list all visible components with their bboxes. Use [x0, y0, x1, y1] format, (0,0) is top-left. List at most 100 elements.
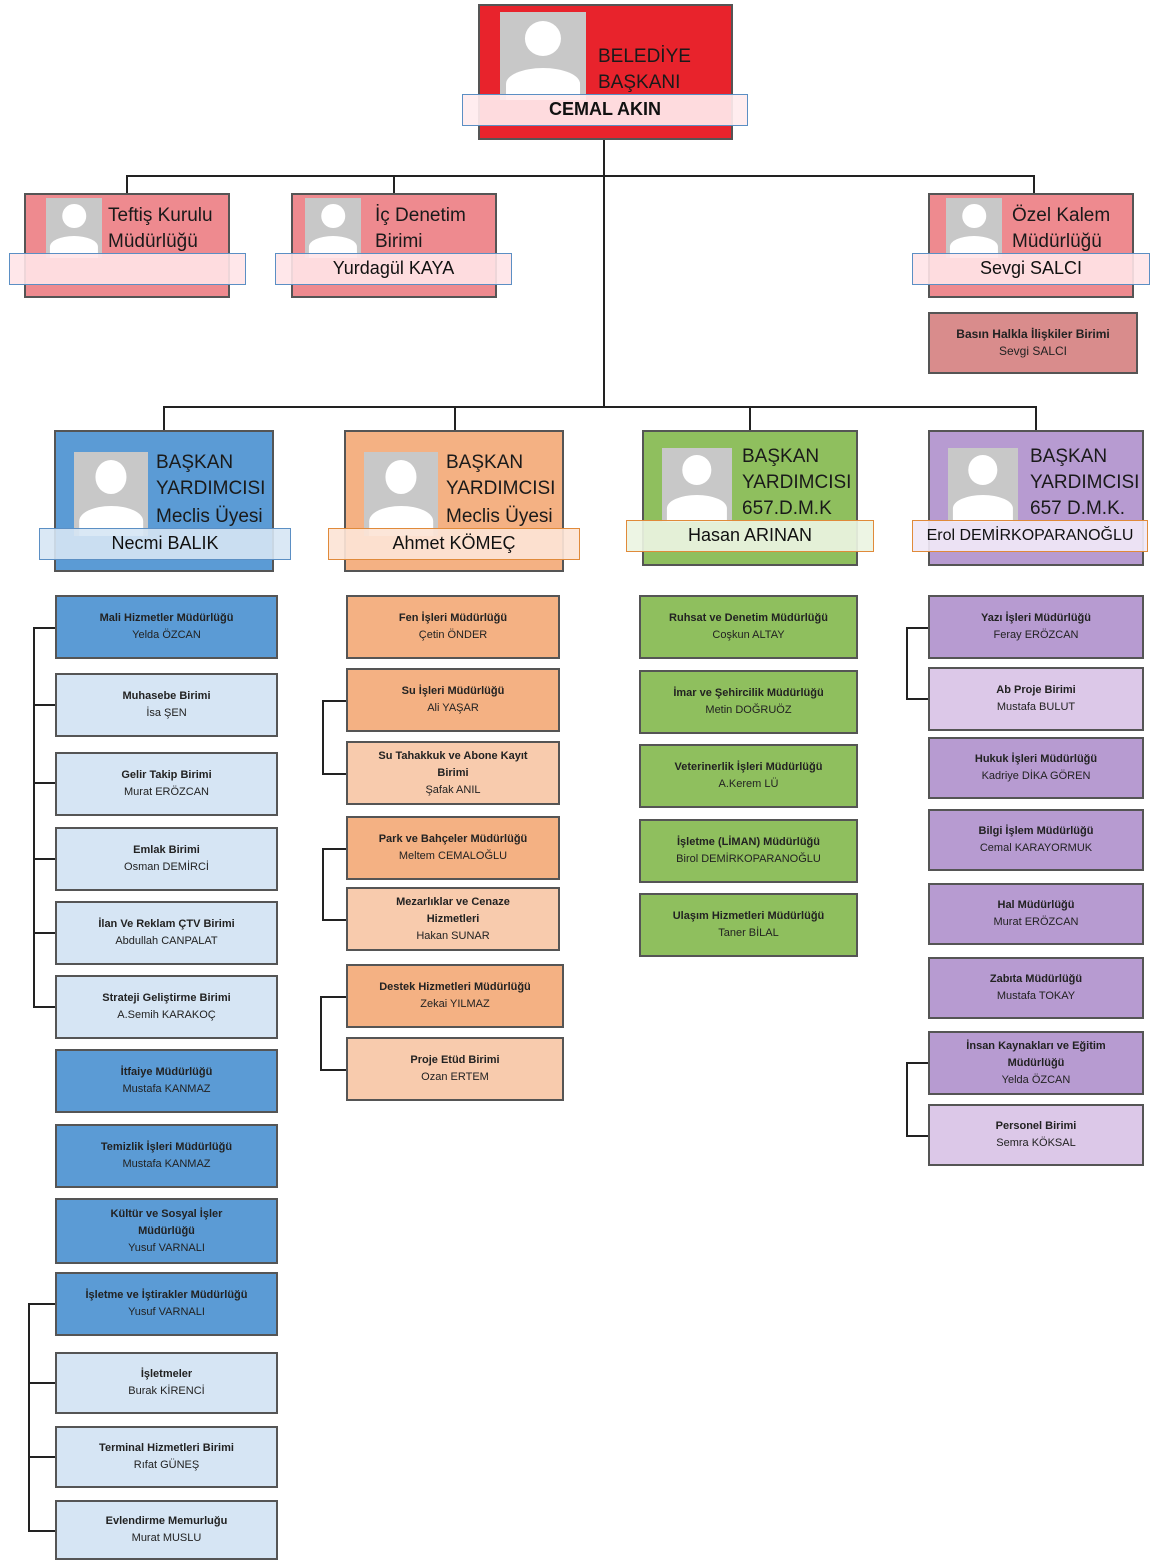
office-title-line2: Birimi — [375, 231, 423, 252]
unit-person: Burak KİRENCİ — [128, 1385, 205, 1397]
bracket-line — [33, 858, 55, 860]
connector-line — [126, 175, 128, 193]
person-silhouette-icon — [46, 198, 102, 258]
unit-name: Ruhsat ve Denetim Müdürlüğü — [669, 612, 828, 624]
office-person-name: Yurdagül KAYA — [332, 258, 455, 278]
connector-line — [1033, 175, 1035, 193]
unit-name: İnsan Kaynakları ve Eğitim Müdürlüğü — [966, 1039, 1106, 1069]
unit-person: Mustafa KANMAZ — [122, 1158, 211, 1170]
deputy-name: Necmi BALIK — [111, 533, 219, 553]
unit-name: Kültür ve Sosyal İşler Müdürlüğü — [110, 1207, 223, 1237]
unit-name: Terminal Hizmetleri Birimi — [99, 1442, 234, 1454]
unit-name: İtfaiye Müdürlüğü — [120, 1066, 213, 1078]
bracket-line — [322, 773, 346, 775]
deputy-name-label: Hasan ARINAN — [626, 520, 874, 552]
bracket-line — [33, 782, 55, 784]
press-relations-box: Basın Halkla İlişkiler Birimi Sevgi SALC… — [928, 312, 1138, 374]
unit-person: İsa ŞEN — [146, 707, 187, 719]
unit-name: Hukuk İşleri Müdürlüğü — [974, 753, 1098, 765]
unit-name: Personel Birimi — [995, 1120, 1077, 1132]
unit-name: Yazı İşleri Müdürlüğü — [980, 612, 1092, 624]
unit-person: Mustafa TOKAY — [996, 990, 1076, 1002]
office-name-label: Yurdagül KAYA — [275, 253, 512, 285]
bracket-line — [322, 848, 346, 850]
unit-person: Birol DEMİRKOPARANOĞLU — [676, 853, 821, 865]
unit-name: Muhasebe Birimi — [122, 690, 211, 702]
connector-line — [393, 175, 395, 193]
unit-name: Su İşleri Müdürlüğü — [401, 685, 505, 697]
unit-name: İşletme ve İştirakler Müdürlüğü — [85, 1289, 248, 1301]
office-title-line2: Müdürlüğü — [1012, 231, 1102, 252]
deputy-title-line3: Meclis Üyesi — [446, 506, 553, 527]
office-name-label — [9, 253, 246, 285]
bracket-line — [322, 919, 346, 921]
deputy-title-line2: YARDIMCISI — [446, 478, 556, 499]
unit-person: Rıfat GÜNEŞ — [133, 1459, 200, 1471]
unit-name: Park ve Bahçeler Müdürlüğü — [378, 833, 528, 845]
deputy-name-label: Necmi BALIK — [39, 528, 291, 560]
unit-person: Murat MUSLU — [131, 1532, 202, 1544]
bracket-line — [322, 700, 346, 702]
unit-person: Yelda ÖZCAN — [1001, 1073, 1071, 1086]
unit-person: A.Kerem LÜ — [718, 778, 779, 790]
connector-line — [126, 175, 1034, 177]
unit-person: Coşkun ALTAY — [712, 629, 785, 641]
unit-person: Feray ERÖZCAN — [993, 629, 1079, 641]
bracket-line — [906, 1062, 928, 1064]
unit-name: Fen İşleri Müdürlüğü — [398, 612, 508, 624]
deputy-name-label: Ahmet KÖMEÇ — [328, 528, 580, 560]
bracket-line — [906, 1135, 928, 1137]
bracket-line — [906, 698, 928, 700]
office-name-label: Sevgi SALCI — [912, 253, 1150, 285]
bracket-line — [33, 627, 55, 629]
unit-person: Abdullah CANPALAT — [115, 935, 218, 947]
person-silhouette-icon — [948, 448, 1018, 522]
unit-person: Kadriye DİKA GÖREN — [981, 770, 1091, 782]
office-title-line1: Teftiş Kurulu — [108, 205, 213, 226]
person-silhouette-icon — [305, 198, 361, 258]
unit-person: Zekai YILMAZ — [420, 998, 490, 1010]
unit-person: Meltem CEMALOĞLU — [398, 850, 508, 862]
unit-name: Hal Müdürlüğü — [997, 899, 1075, 911]
office-person-name: Sevgi SALCI — [979, 258, 1083, 278]
unit-name: Veterinerlik İşleri Müdürlüğü — [674, 761, 823, 773]
unit-name: İşletme (LİMAN) Müdürlüğü — [677, 836, 820, 848]
bracket-line — [28, 1382, 55, 1384]
person-silhouette-icon — [364, 452, 438, 536]
unit-person: Ali YAŞAR — [427, 702, 479, 714]
unit-name: Gelir Takip Birimi — [121, 769, 212, 781]
unit-person: Çetin ÖNDER — [418, 629, 488, 641]
unit-person: Şafak ANIL — [425, 783, 481, 796]
deputy-title-line3: 657 D.M.K. — [1030, 498, 1126, 519]
bracket-line — [320, 996, 322, 1070]
unit-name: Su Tahakkuk ve Abone Kayıt Birimi — [378, 749, 528, 779]
unit-name: Zabıta Müdürlüğü — [989, 973, 1083, 985]
unit-person: Taner BİLAL — [718, 927, 779, 939]
deputy-name: Ahmet KÖMEÇ — [392, 533, 516, 553]
bracket-line — [28, 1303, 30, 1531]
unit-person: Sevgi SALCI — [998, 344, 1068, 358]
bracket-line — [322, 700, 324, 774]
unit-name: Strateji Geliştirme Birimi — [102, 992, 231, 1004]
connector-line — [163, 406, 1037, 408]
unit-person: Semra KÖKSAL — [996, 1137, 1076, 1149]
mayor-name-label: CEMAL AKIN — [462, 94, 748, 126]
unit-name: Proje Etüd Birimi — [410, 1054, 500, 1066]
